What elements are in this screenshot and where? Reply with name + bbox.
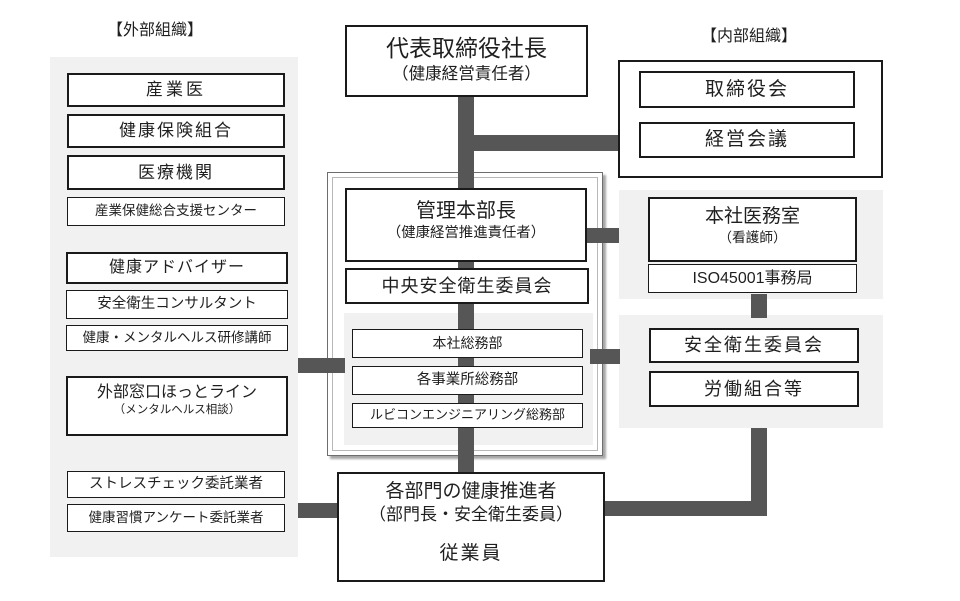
safety-committee-box: 安全衛生委員会 — [649, 328, 859, 363]
connector-to-board — [466, 135, 619, 151]
hotline-title: 外部窓口ほっとライン — [96, 384, 257, 401]
medical-institution-box: 医療機関 — [67, 155, 285, 190]
labor-union-box: 労働組合等 — [649, 371, 859, 407]
management-director-title: 管理本部長 — [416, 200, 516, 222]
management-meeting-box: 経営会議 — [639, 122, 855, 158]
management-director-subtitle: （健康経営推進責任者） — [386, 225, 546, 241]
connector-safety-to-promoters — [605, 501, 767, 516]
connector-external-to-management — [298, 358, 345, 373]
medical-office-subtitle: （看護師） — [718, 229, 787, 245]
president-box: 代表取締役社長 （健康経営責任者） — [345, 25, 588, 97]
occupational-health-center-box: 産業保健総合支援センター — [67, 197, 285, 226]
management-director-box: 管理本部長 （健康経営推進責任者） — [345, 188, 587, 262]
site-admin-dept-box: 各事業所総務部 — [352, 366, 583, 395]
connector-to-safety-committee — [590, 349, 620, 364]
connector-external-to-promoters — [298, 503, 338, 518]
president-subtitle: （健康経営責任者） — [392, 63, 541, 83]
health-advisor-box: 健康アドバイザー — [66, 252, 288, 284]
mental-health-trainer-box: 健康・メンタルヘルス研修講師 — [66, 325, 288, 351]
iso45001-office-box: ISO45001事務局 — [648, 264, 857, 293]
connector-medical-to-safety — [751, 294, 767, 318]
central-safety-committee-box: 中央安全衛生委員会 — [345, 268, 589, 304]
connector-to-medical-office — [585, 228, 619, 243]
medical-office-title: 本社医務室 — [704, 206, 800, 227]
internal-org-header: 【内部組織】 — [700, 28, 797, 45]
promoters-title: 各部門の健康推進者 — [385, 481, 557, 502]
connector-safety-down — [751, 428, 767, 516]
industrial-physician-box: 産業医 — [67, 73, 285, 107]
external-org-header: 【外部組織】 — [106, 22, 203, 39]
health-insurance-box: 健康保険組合 — [67, 114, 285, 148]
employees-label: 従業員 — [439, 542, 503, 564]
hq-medical-office-box: 本社医務室 （看護師） — [648, 197, 857, 262]
external-hotline-box: 外部窓口ほっとライン （メンタルヘルス相談） — [66, 376, 288, 436]
board-of-directors-box: 取締役会 — [639, 71, 855, 108]
stress-check-vendor-box: ストレスチェック委託業者 — [67, 471, 285, 498]
promoters-subtitle: （部門長・安全衛生委員） — [369, 504, 573, 524]
safety-consultant-box: 安全衛生コンサルタント — [66, 290, 288, 319]
president-title: 代表取締役社長 — [386, 35, 547, 61]
promoters-employees-box: 各部門の健康推進者 （部門長・安全衛生委員） 従業員 — [337, 472, 605, 582]
health-survey-vendor-box: 健康習慣アンケート委託業者 — [67, 504, 285, 532]
hq-admin-dept-box: 本社総務部 — [352, 329, 583, 358]
hotline-subtitle: （メンタルヘルス相談） — [113, 404, 241, 416]
rubycon-engineering-admin-box: ルビコンエンジニアリング総務部 — [352, 403, 583, 428]
